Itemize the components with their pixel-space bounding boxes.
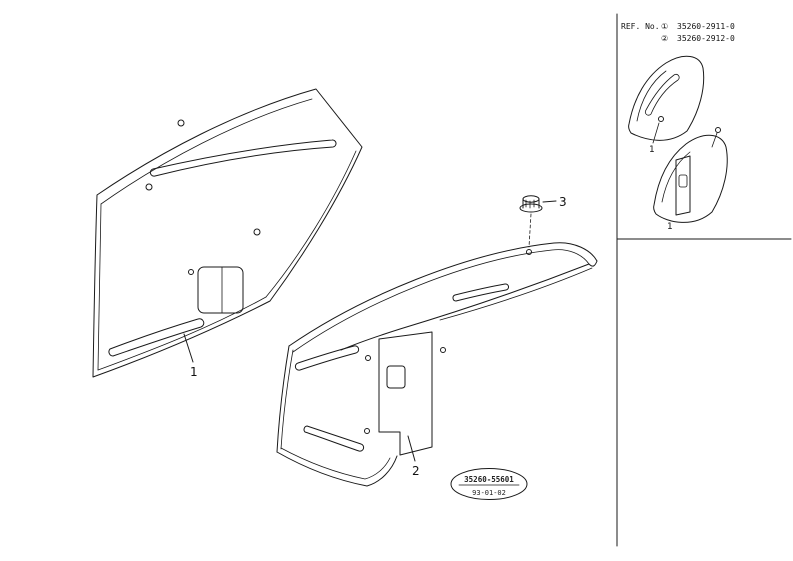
thumb2-outline bbox=[653, 134, 728, 223]
part1-leader-line bbox=[183, 333, 194, 363]
ref-entry-1-number: 35260-2911-0 bbox=[677, 22, 735, 31]
ref-entry-1: ① 35260-2911-0 bbox=[661, 22, 735, 31]
part3-base-flange bbox=[519, 203, 543, 213]
ref-thumbnail-1: 1 bbox=[628, 55, 705, 155]
part2-bottom-edge bbox=[276, 451, 398, 487]
ref-entry-2-marker: ② bbox=[661, 34, 668, 43]
part2-bracket bbox=[378, 331, 433, 456]
ref-entry-1-marker: ① bbox=[661, 22, 668, 31]
part1-recess bbox=[197, 266, 244, 314]
thumb2-hem-line bbox=[661, 151, 691, 203]
part3-leader-line bbox=[542, 200, 557, 203]
callout-thumb-1: 1 bbox=[649, 145, 655, 155]
part2-crown-slot bbox=[452, 283, 510, 302]
part1-upper-slot bbox=[149, 139, 337, 177]
part2-lower-slot bbox=[303, 425, 365, 452]
fender-panel-part2: 2 bbox=[276, 242, 598, 487]
part1-right-hem-line bbox=[265, 150, 357, 298]
callout-part-3: 3 bbox=[559, 195, 567, 209]
part1-bolt-hole-1 bbox=[177, 119, 185, 127]
thumb2-bracket-slot bbox=[678, 174, 688, 188]
part2-crown-tip bbox=[588, 260, 598, 267]
thumb1-outline bbox=[628, 55, 705, 141]
part1-lower-slot bbox=[108, 318, 205, 357]
ref-thumbnail-2: 1 bbox=[653, 127, 728, 232]
callout-thumb-2: 1 bbox=[667, 222, 673, 232]
part3-assembly-line bbox=[528, 213, 532, 248]
thumb1-leader-line bbox=[652, 122, 660, 144]
part2-bolt-hole-2 bbox=[364, 428, 370, 434]
thumb2-bolt-icon bbox=[715, 127, 721, 133]
part1-outline bbox=[92, 88, 363, 378]
part1-bolt-hole-4 bbox=[188, 269, 194, 275]
fender-panel-part1: 1 bbox=[92, 88, 363, 379]
part2-crown-outer bbox=[288, 242, 598, 347]
grommet-part3: 3 bbox=[519, 195, 567, 248]
part2-upper-slot bbox=[294, 345, 360, 371]
ref-label: REF. No. bbox=[621, 22, 660, 31]
callout-part-2: 2 bbox=[412, 464, 420, 478]
stamp-oval bbox=[450, 468, 528, 500]
part2-bolt-hole-1 bbox=[365, 355, 371, 361]
part2-grommet-hole bbox=[526, 249, 532, 255]
part2-left-edge bbox=[276, 345, 290, 453]
part1-bottom-hem-line bbox=[97, 296, 267, 371]
part3-cap-top bbox=[522, 195, 540, 203]
part2-leader-line bbox=[407, 435, 416, 462]
callout-part-1: 1 bbox=[190, 365, 198, 379]
thumb1-slot bbox=[644, 73, 680, 116]
part1-bolt-hole-3 bbox=[253, 228, 261, 236]
date-stamp: 35260-55601 93-01-02 bbox=[450, 468, 528, 500]
thumb1-hem-line bbox=[636, 70, 667, 122]
part1-left-hem-line bbox=[97, 203, 102, 371]
stamp-part-number: 35260-55601 bbox=[464, 475, 514, 484]
part2-left-hem bbox=[280, 349, 294, 450]
part1-bolt-hole-2 bbox=[145, 183, 153, 191]
part2-bracket-slot bbox=[386, 365, 406, 389]
part2-underside-hem bbox=[439, 267, 593, 321]
part2-bottom-hem bbox=[280, 447, 391, 480]
part2-crown-inner bbox=[292, 249, 590, 353]
ref-entry-2-number: 35260-2912-0 bbox=[677, 34, 735, 43]
ref-entry-2: ② 35260-2912-0 bbox=[661, 34, 735, 43]
part1-top-hem-line bbox=[100, 98, 313, 205]
part2-underside-edge bbox=[340, 263, 590, 351]
part2-bolt-hole-3 bbox=[440, 347, 446, 353]
stamp-date: 93-01-02 bbox=[472, 489, 506, 497]
thumb2-bracket bbox=[675, 155, 691, 216]
thumb2-leader-line bbox=[711, 132, 718, 148]
thumb1-bolt-icon bbox=[658, 116, 664, 122]
reference-column: REF. No. ① 35260-2911-0 ② 35260-2912-0 1 bbox=[616, 13, 792, 547]
